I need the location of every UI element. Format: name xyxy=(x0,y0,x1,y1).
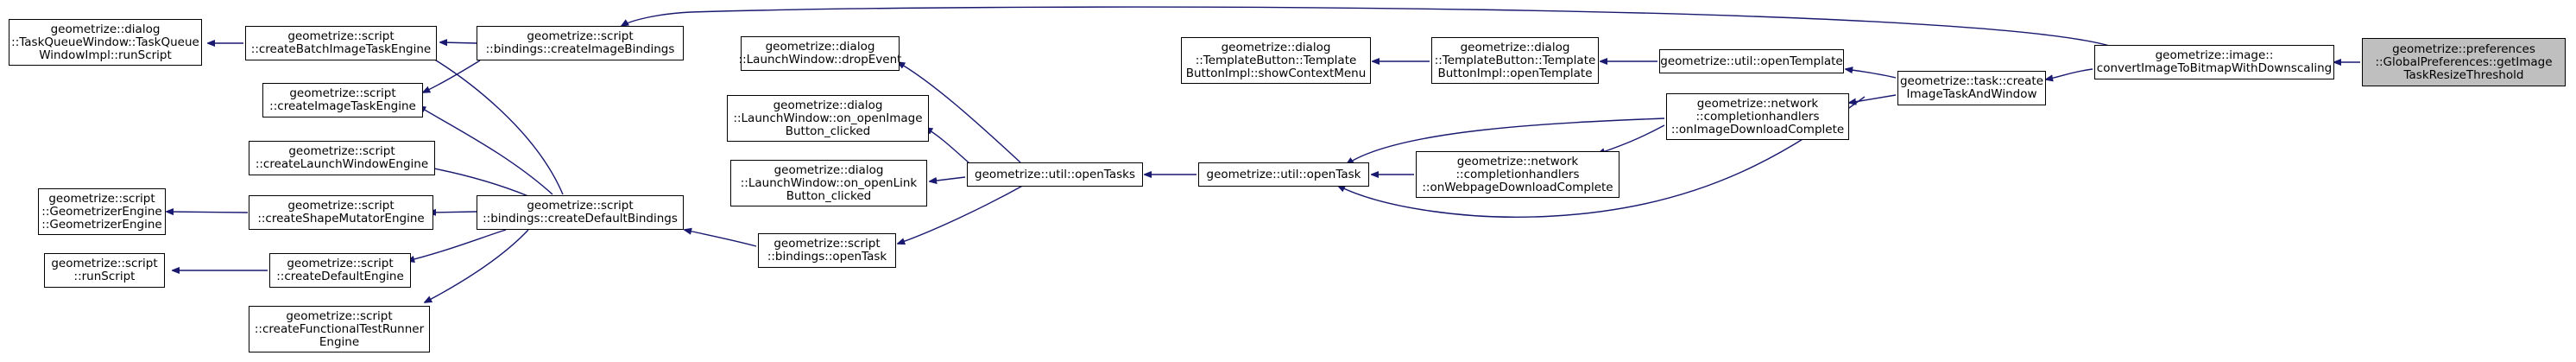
node-on-image-download-complete[interactable]: geometrize::network ::completionhandlers… xyxy=(1666,93,1849,140)
edge-default-bindings-to-shape-mutator-engine xyxy=(429,212,477,213)
node-template-button-show-context-menu[interactable]: geometrize::dialog ::TemplateButton::Tem… xyxy=(1181,37,1371,84)
node-convert-image-to-bitmap[interactable]: geometrize::image:: convertImageToBitmap… xyxy=(2094,45,2334,79)
node-create-launch-window-engine[interactable]: geometrize::script ::createLaunchWindowE… xyxy=(249,141,435,175)
edge-image-bindings-to-batch-engine xyxy=(440,42,477,43)
edge-default-bindings-to-image-task-engine xyxy=(419,106,553,195)
edge-open-tasks-to-bindings-open-task xyxy=(898,182,1028,244)
edge-create-task-window-to-open-task xyxy=(1338,96,1866,218)
edge-image-bindings-to-image-task-engine xyxy=(423,60,481,92)
edge-convert-to-image-bindings xyxy=(622,6,2116,48)
node-create-image-task-and-window[interactable]: geometrize::task::create ImageTaskAndWin… xyxy=(1897,71,2046,105)
edge-shape-mutator-to-geometrizer-engine xyxy=(167,212,249,213)
node-create-batch-image-task-engine[interactable]: geometrize::script ::createBatchImageTas… xyxy=(245,26,437,60)
node-launch-window-open-image[interactable]: geometrize::dialog ::LaunchWindow::on_op… xyxy=(727,95,929,142)
node-launch-window-open-link[interactable]: geometrize::dialog ::LaunchWindow::on_op… xyxy=(730,160,927,206)
edge-default-bindings-to-functional-test-engine xyxy=(425,229,529,302)
node-create-default-bindings[interactable]: geometrize::script ::bindings::createDef… xyxy=(477,195,684,230)
edge-open-tasks-to-open-link xyxy=(930,176,966,181)
node-template-button-open-template[interactable]: geometrize::dialog ::TemplateButton::Tem… xyxy=(1431,37,1599,84)
node-on-webpage-download-complete[interactable]: geometrize::network ::completionhandlers… xyxy=(1416,151,1619,198)
edge-create-task-window-to-util-open-template xyxy=(1846,69,1897,79)
edge-convert-to-create-task-window xyxy=(2046,68,2093,79)
node-taskqueue-runscript[interactable]: geometrize::dialog ::TaskQueueWindow::Ta… xyxy=(9,19,202,66)
node-create-image-task-engine[interactable]: geometrize::script ::createImageTaskEngi… xyxy=(262,83,423,117)
node-run-script[interactable]: geometrize::script ::runScript xyxy=(44,253,165,288)
node-util-open-tasks[interactable]: geometrize::util::openTasks xyxy=(967,162,1143,187)
edge-default-bindings-to-launch-window-engine xyxy=(425,167,529,197)
edge-default-bindings-to-batch-engine xyxy=(425,54,564,195)
node-create-image-bindings[interactable]: geometrize::script ::bindings::createIma… xyxy=(477,26,684,60)
node-create-functional-test-runner-engine[interactable]: geometrize::script ::createFunctionalTes… xyxy=(249,306,430,352)
node-bindings-open-task[interactable]: geometrize::script ::bindings::openTask xyxy=(758,233,896,268)
node-util-open-task[interactable]: geometrize::util::openTask xyxy=(1198,162,1369,187)
edge-on-image-to-open-task xyxy=(1347,117,1665,164)
node-get-image-task-resize-threshold[interactable]: geometrize::preferences ::GlobalPreferen… xyxy=(2362,38,2566,86)
edge-on-image-download-to-on-webpage xyxy=(1598,124,1665,154)
edge-create-task-window-to-on-image-download xyxy=(1849,94,1897,103)
edge-open-task-to-default-bindings xyxy=(685,230,757,247)
node-util-open-template[interactable]: geometrize::util::openTemplate xyxy=(1659,49,1844,73)
edge-default-bindings-to-default-engine xyxy=(407,229,507,261)
node-create-default-engine[interactable]: geometrize::script ::createDefaultEngine xyxy=(269,253,411,288)
edge-open-tasks-to-drop-event xyxy=(898,62,1021,163)
node-geometrizer-engine[interactable]: geometrize::script ::GeometrizerEngine :… xyxy=(38,188,166,235)
node-launch-window-drop-event[interactable]: geometrize::dialog ::LaunchWindow::dropE… xyxy=(739,36,901,71)
node-create-shape-mutator-engine[interactable]: geometrize::script ::createShapeMutatorE… xyxy=(249,195,433,230)
